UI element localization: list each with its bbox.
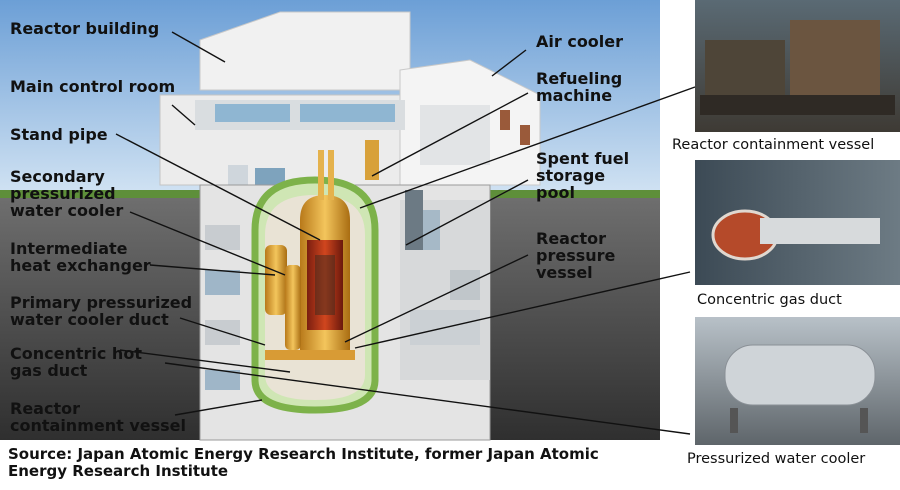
photo-caption-gas-duct: Concentric gas duct [697, 292, 842, 308]
photo-containment-vessel [695, 0, 900, 132]
label-air-cooler: Air cooler [536, 32, 624, 51]
reactor-pressure-vessel [300, 150, 350, 350]
leader-lines [115, 31, 696, 435]
label-stand-pipe: Stand pipe [10, 125, 108, 144]
spent-fuel-pool [405, 190, 423, 250]
label-reactor-building: Reactor building [10, 19, 160, 38]
photo-caption-containment: Reactor containment vessel [672, 137, 875, 153]
photo-concentric-gas-duct [695, 160, 900, 285]
secondary-cooler [285, 265, 301, 350]
concentric-duct [265, 350, 355, 360]
label-secondary-cooler: Secondary pressurized water cooler [10, 167, 124, 220]
intermediate-heat-exchanger [265, 245, 287, 315]
source-credit: Source: Japan Atomic Energy Research Ins… [8, 445, 599, 480]
label-refueling-machine: Refueling machine [536, 69, 623, 105]
label-main-control-room: Main control room [10, 77, 176, 96]
label-reactor-pressure-vessel: Reactor pressure vessel [536, 229, 616, 282]
label-primary-cooler-duct: Primary pressurized water cooler duct [10, 293, 193, 329]
photo-caption-water-cooler: Pressurized water cooler [687, 451, 866, 467]
photo-pressurized-water-cooler [695, 317, 900, 445]
label-concentric-hot-duct: Concentric hot gas duct [10, 344, 142, 380]
refueling-machine [365, 140, 379, 180]
label-reactor-containment: Reactor containment vessel [10, 399, 186, 435]
label-intermediate-hx: Intermediate heat exchanger [10, 239, 151, 275]
label-spent-fuel-pool: Spent fuel storage pool [536, 149, 630, 202]
